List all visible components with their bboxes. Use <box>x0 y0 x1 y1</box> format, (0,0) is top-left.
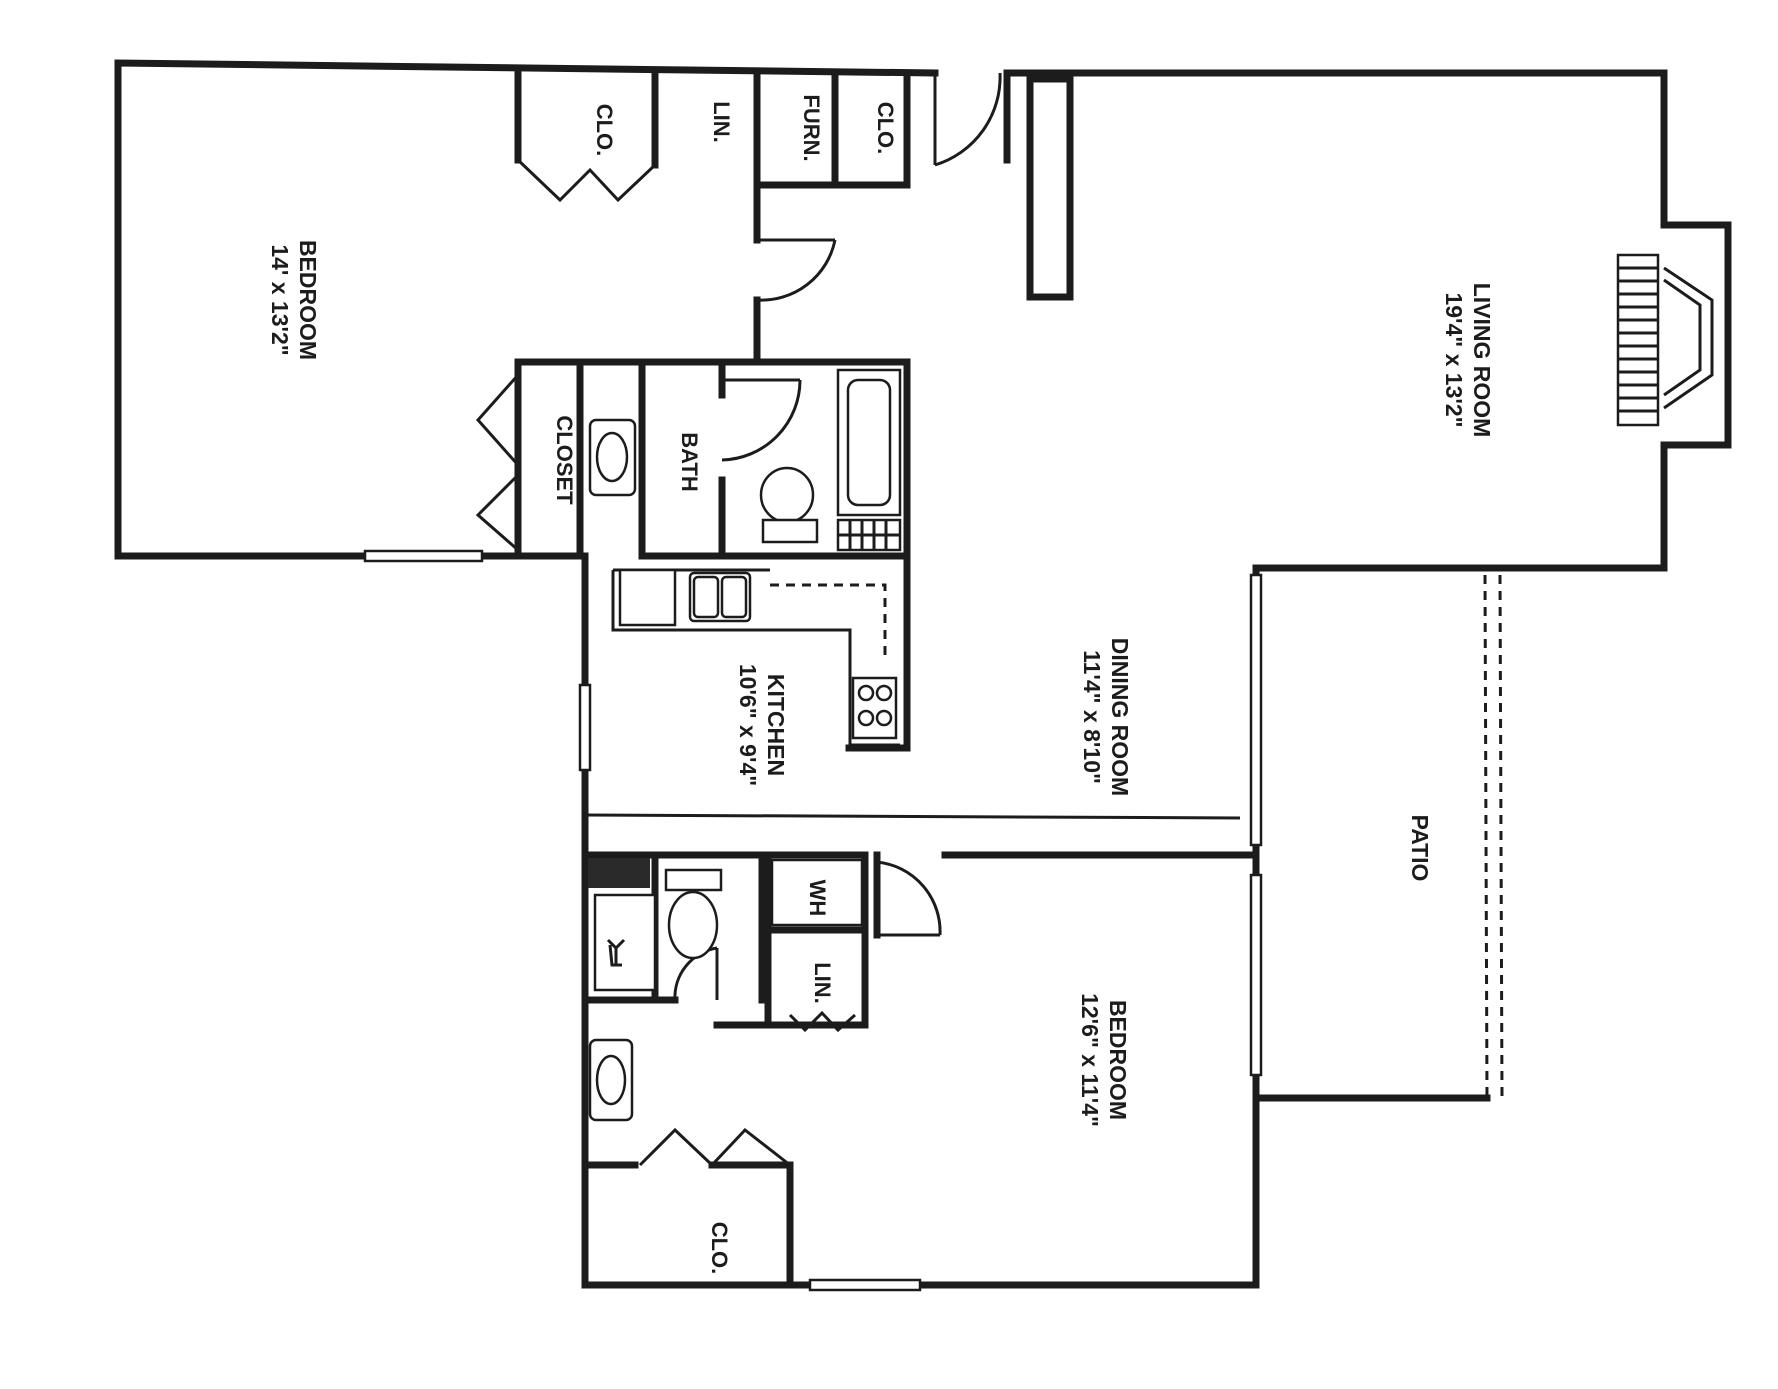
sink-icon <box>588 1038 634 1122</box>
patio-label: PATIO <box>1407 815 1433 882</box>
dining-room-name: DINING ROOM <box>1107 638 1133 796</box>
toilet-icon <box>759 466 819 544</box>
bedroom-1-name: BEDROOM <box>295 240 321 360</box>
closet-bottom-label: CLO. <box>707 1222 732 1275</box>
tile-floor <box>836 518 902 552</box>
furnace-label: FURN. <box>799 94 824 161</box>
dining-room-size: 11'4" x 8'10" <box>1079 650 1105 784</box>
bedroom-2-name: BEDROOM <box>1105 1000 1131 1120</box>
living-room-size: 19'4" x 13'2" <box>1441 292 1467 427</box>
kitchen-sink-icon <box>688 571 752 623</box>
windows <box>363 549 1263 1292</box>
shower-icon <box>593 893 657 992</box>
sink-icon <box>588 418 637 497</box>
linen-top-label: LIN. <box>709 101 734 143</box>
bath-label: BATH <box>677 432 702 491</box>
refrigerator-icon <box>618 568 677 627</box>
doors <box>673 72 1002 1001</box>
water-heater-label: WH <box>805 880 830 917</box>
closet-top-2-label: CLO. <box>873 102 898 155</box>
bedroom-2-size: 12'6" x 11'4" <box>1077 993 1103 1127</box>
closet-label: CLOSET <box>552 415 577 505</box>
stove-icon <box>851 676 898 740</box>
water-heater-block <box>588 858 650 888</box>
fixtures: WH <box>588 253 1714 1122</box>
linen-bottom-label: LIN. <box>810 962 835 1004</box>
room-labels: BEDROOM 14' x 13'2" LIVING ROOM 19'4" x … <box>267 94 1495 1274</box>
toilet-icon <box>664 868 723 960</box>
kitchen-size: 10'6" x 9'4" <box>735 664 761 786</box>
kitchen-name: KITCHEN <box>763 674 789 776</box>
closet-top-1-label: CLO. <box>592 104 617 157</box>
living-room-name: LIVING ROOM <box>1469 283 1495 438</box>
water-heater-icon <box>770 858 864 927</box>
bedroom-1-size: 14' x 13'2" <box>267 244 293 355</box>
fireplace-icon <box>1616 253 1714 427</box>
bifold-doors <box>475 158 856 1167</box>
